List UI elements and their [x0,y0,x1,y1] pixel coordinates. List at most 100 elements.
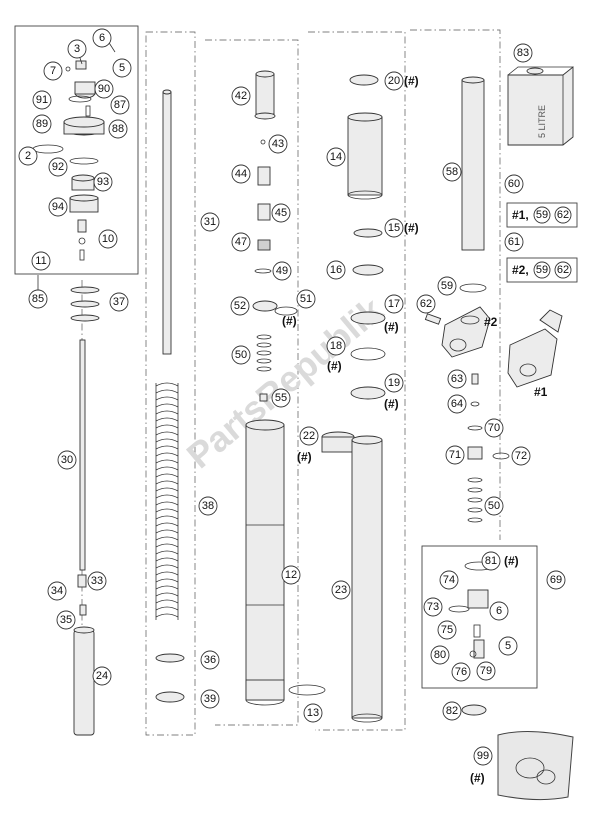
callout-number: 74 [443,574,455,586]
callout-91: 91 [32,90,52,110]
callout-number: 20 [388,75,400,87]
callout-33: 33 [87,571,107,591]
callout-number: 22 [303,430,315,442]
callout-number: 94 [52,201,64,213]
callout-number: 5 [119,62,125,74]
callout-60: 60 [504,174,524,194]
callout-14: 14 [326,147,346,167]
damper-rod [79,339,86,571]
callout-50a: 50 [231,345,251,365]
callout-number: 63 [451,373,463,385]
compression-adjuster-group-frame [421,545,538,689]
callout-23: 23 [331,580,351,600]
callout-15: 15 [384,218,404,238]
callout-39: 39 [200,689,220,709]
note-n99: (#) [470,771,485,785]
note-n15: (#) [404,221,419,235]
svg-text:59: 59 [536,209,548,221]
callout-44: 44 [231,164,251,184]
callout-number: 15 [388,222,400,234]
callout-number: 62 [420,298,432,310]
callout-55: 55 [271,388,291,408]
callout-number: 39 [204,693,216,705]
callout-69: 69 [546,570,566,590]
callout-19: 19 [384,373,404,393]
callout-38: 38 [198,496,218,516]
callout-13: 13 [303,703,323,723]
callout-number: 37 [113,296,125,308]
callout-number: 17 [388,298,400,310]
callout-6a: 6 [92,28,112,48]
callout-number: 13 [307,707,319,719]
callout-63: 63 [447,369,467,389]
callout-2: 2 [18,146,38,166]
callout-number: 71 [449,449,461,461]
svg-text:59: 59 [536,264,548,276]
callout-number: 85 [32,293,44,305]
callout-50b: 50 [484,496,504,516]
note-ref-box61_ref_b: 62 [554,261,572,279]
callout-number: 69 [550,574,562,586]
callout-18: 18 [326,336,346,356]
callout-number: 6 [99,32,105,44]
callout-number: 80 [434,649,446,661]
callout-49: 49 [272,261,292,281]
callout-99: 99 [473,746,493,766]
seal-kit-bag [497,730,574,801]
callout-3: 3 [67,39,87,59]
note-box61_text: #2, [512,263,529,277]
svg-text:62: 62 [557,209,569,221]
callout-34: 34 [47,581,67,601]
note-box60_text: #1, [512,208,529,222]
callout-number: 24 [96,670,108,682]
callout-74: 74 [439,570,459,590]
callout-number: 76 [455,666,467,678]
callout-5a: 5 [112,58,132,78]
callout-7: 7 [43,61,63,81]
callout-number: 99 [477,750,489,762]
callout-85: 85 [28,289,48,309]
callout-79: 79 [476,661,496,681]
callout-61: 61 [504,232,524,252]
spring-column-parts [155,89,185,703]
callout-number: 2 [25,150,31,162]
callout-82: 82 [442,701,462,721]
callout-number: 82 [446,705,458,717]
callout-89: 89 [32,114,52,134]
fork-spring [155,382,179,620]
axle-clamp-column-parts [424,76,563,716]
upper-tube [461,79,485,251]
note-ref-box61_ref_a: 59 [533,261,551,279]
note-n18: (#) [327,359,342,373]
callout-number: 47 [235,236,247,248]
callout-43: 43 [268,134,288,154]
callout-64: 64 [447,394,467,414]
callout-number: 36 [204,654,216,666]
callout-76: 76 [451,662,471,682]
callout-22: 22 [299,426,319,446]
callout-number: 89 [36,118,48,130]
callout-11: 11 [31,251,51,271]
callout-number: 51 [300,293,312,305]
callout-number: 33 [91,575,103,587]
callout-number: 58 [446,166,458,178]
callout-number: 12 [285,569,297,581]
callout-93: 93 [93,172,113,192]
inner-tube-column-parts [321,74,386,723]
note-n17: (#) [384,320,399,334]
callout-5b: 5 [498,636,518,656]
axle-clamp-2 [441,306,491,358]
callout-81: 81 [481,551,501,571]
callout-number: 72 [515,450,527,462]
callout-6b: 6 [489,601,509,621]
callout-number: 93 [97,176,109,188]
callout-number: 49 [276,265,288,277]
callout-number: 19 [388,377,400,389]
callout-90: 90 [94,79,114,99]
callout-number: 45 [275,207,287,219]
callout-36: 36 [200,650,220,670]
callout-number: 87 [114,99,126,111]
svg-text:62: 62 [557,264,569,276]
